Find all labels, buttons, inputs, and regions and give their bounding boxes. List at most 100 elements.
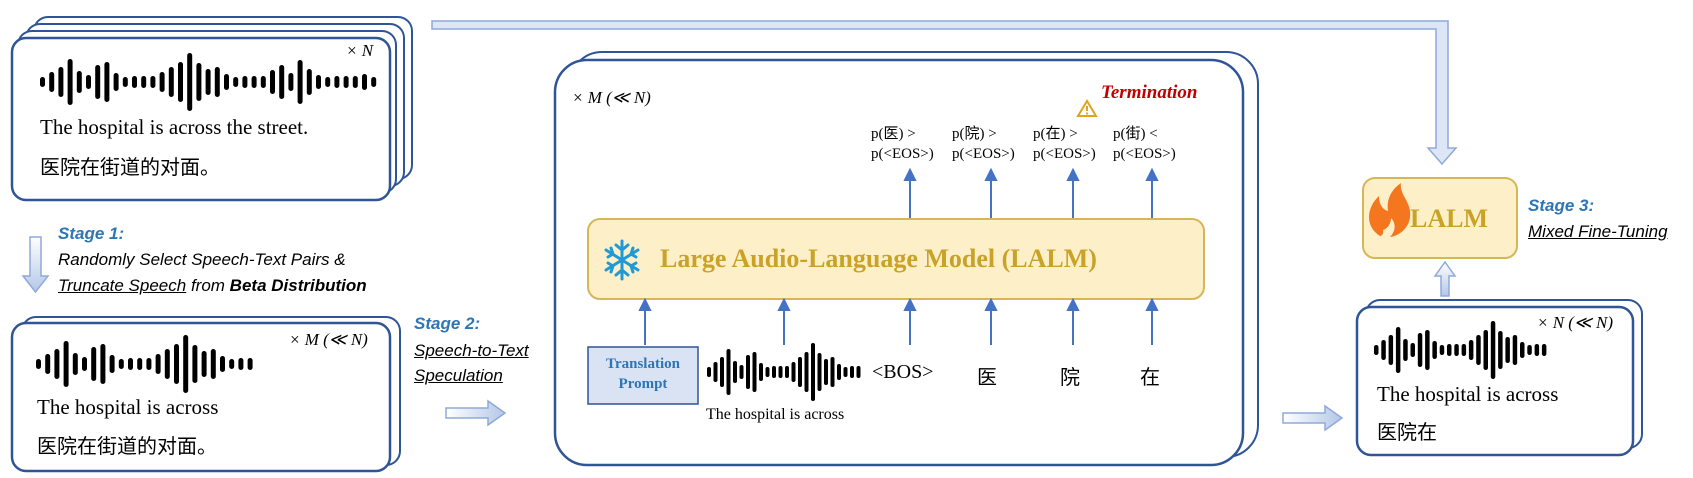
wave-bar <box>72 353 78 375</box>
wave-bar <box>58 67 64 97</box>
termination-label: Termination <box>1101 82 1198 103</box>
prob-bottom: p(<EOS>) <box>1033 146 1096 162</box>
wave-bar <box>36 359 41 369</box>
stage3-right-arrow <box>1282 404 1344 432</box>
wave-bar <box>141 76 147 88</box>
wave-bar <box>279 65 285 99</box>
wave-bar <box>720 357 724 387</box>
wave-bar <box>713 362 718 382</box>
wave-bar <box>155 354 161 374</box>
wave-bar <box>1483 330 1488 370</box>
wave-bar <box>733 361 737 383</box>
stage1-sentence-zh: 医院在街道的对面。 <box>37 436 217 458</box>
stage1-sentence-en: The hospital is across <box>37 395 219 419</box>
translation-prompt: Translation Prompt <box>588 354 698 394</box>
wave-bar <box>45 354 51 374</box>
token: 院 <box>1060 367 1080 389</box>
wave-bar <box>192 345 198 383</box>
translation-prompt-box <box>587 346 699 405</box>
wave-bar <box>270 70 275 94</box>
wave-bar <box>1403 339 1408 361</box>
prob-bottom: p(<EOS>) <box>1113 146 1176 162</box>
prob-top: p(医) > <box>871 126 916 142</box>
wave-bar <box>251 76 257 88</box>
lalm-finetune-label: LALM <box>1410 204 1488 233</box>
wave-bar <box>104 62 110 102</box>
wave-bar <box>798 357 802 387</box>
stage0-card-stack <box>10 16 413 202</box>
stage2-title: Stage 2: <box>414 314 481 333</box>
stage2-right-arrow <box>445 399 507 427</box>
wave-bar <box>238 358 244 370</box>
wave-bar <box>1520 342 1525 358</box>
wave-bar <box>1527 345 1532 355</box>
wave-bar <box>146 358 152 370</box>
wave-bar <box>352 76 358 88</box>
wave-bar <box>1410 343 1415 357</box>
wave-bar <box>334 76 340 88</box>
prob-top: p(院) > <box>952 126 997 142</box>
wave-bar <box>233 77 239 87</box>
wave-bar <box>1425 330 1430 370</box>
wave-bar <box>837 364 841 380</box>
wave-bar <box>201 351 207 377</box>
wave-bar <box>122 77 128 87</box>
stage1-from-text: from <box>186 276 230 295</box>
wave-bar <box>1447 344 1452 356</box>
wave-bar <box>150 76 156 88</box>
stage3-multiplier: × N (≪ N) <box>1537 313 1614 332</box>
wave-bar <box>196 63 202 101</box>
top-connector-arrow <box>431 20 1458 166</box>
prob-bottom: p(<EOS>) <box>871 146 934 162</box>
wave-bar <box>1432 341 1437 359</box>
wave-bar <box>1454 344 1459 356</box>
wave-bar <box>1417 333 1423 367</box>
prob-item: p(街) < p(<EOS>) <box>1113 124 1176 164</box>
wave-bar <box>137 358 143 370</box>
wave-bar <box>205 69 211 95</box>
wave-bar <box>242 76 248 88</box>
wave-bar <box>40 77 45 87</box>
wave-bar <box>187 53 193 111</box>
wave-bar <box>850 366 854 378</box>
token: 医 <box>977 367 997 389</box>
wave-bar <box>804 352 809 392</box>
stage0-sentence-zh: 医院在街道的对面。 <box>40 157 220 179</box>
stage3-description: Mixed Fine-Tuning <box>1528 222 1668 241</box>
stage1-card-stack <box>10 316 401 473</box>
wave-bar <box>260 76 266 88</box>
wave-bar <box>1512 335 1518 365</box>
wave-bar <box>843 367 848 377</box>
wave-bar <box>1498 331 1503 369</box>
stage2-wave-caption: The hospital is across <box>706 406 845 423</box>
wave-bar <box>297 60 303 104</box>
wave-bar <box>1476 335 1481 365</box>
lalm-up-arrow <box>1433 260 1457 297</box>
waveform-stage0 <box>40 53 377 111</box>
wave-bar <box>164 349 170 379</box>
wave-bar <box>830 357 835 387</box>
stage1-truncate-text: Truncate Speech <box>58 276 187 295</box>
stage1-multiplier: × M (≪ N) <box>289 330 368 349</box>
wave-bar <box>178 62 183 102</box>
translation-prompt-line1: Translation <box>606 356 680 372</box>
wave-bar <box>183 335 189 393</box>
stage3-sentence-zh: 医院在 <box>1377 422 1437 444</box>
stage1-description-line1: Randomly Select Speech-Text Pairs & <box>58 250 346 269</box>
wave-bar <box>371 77 377 87</box>
wave-bar <box>1374 345 1379 355</box>
stage2-description-line2: Speculation <box>414 366 503 385</box>
prob-item: p(在) > p(<EOS>) <box>1033 124 1096 164</box>
wave-bar <box>118 359 124 369</box>
wave-bar <box>739 365 744 379</box>
wave-bar <box>306 69 312 95</box>
waveform-stage2 <box>707 343 861 401</box>
prob-top: p(在) > <box>1033 126 1078 142</box>
waveform-stage1 <box>36 335 253 393</box>
stage1-beta-text: Beta Distribution <box>229 276 367 295</box>
stage3-sentence-en: The hospital is across <box>1377 382 1559 406</box>
wave-bar <box>1388 335 1394 365</box>
wave-bar <box>224 74 229 90</box>
wave-bar <box>49 72 55 92</box>
